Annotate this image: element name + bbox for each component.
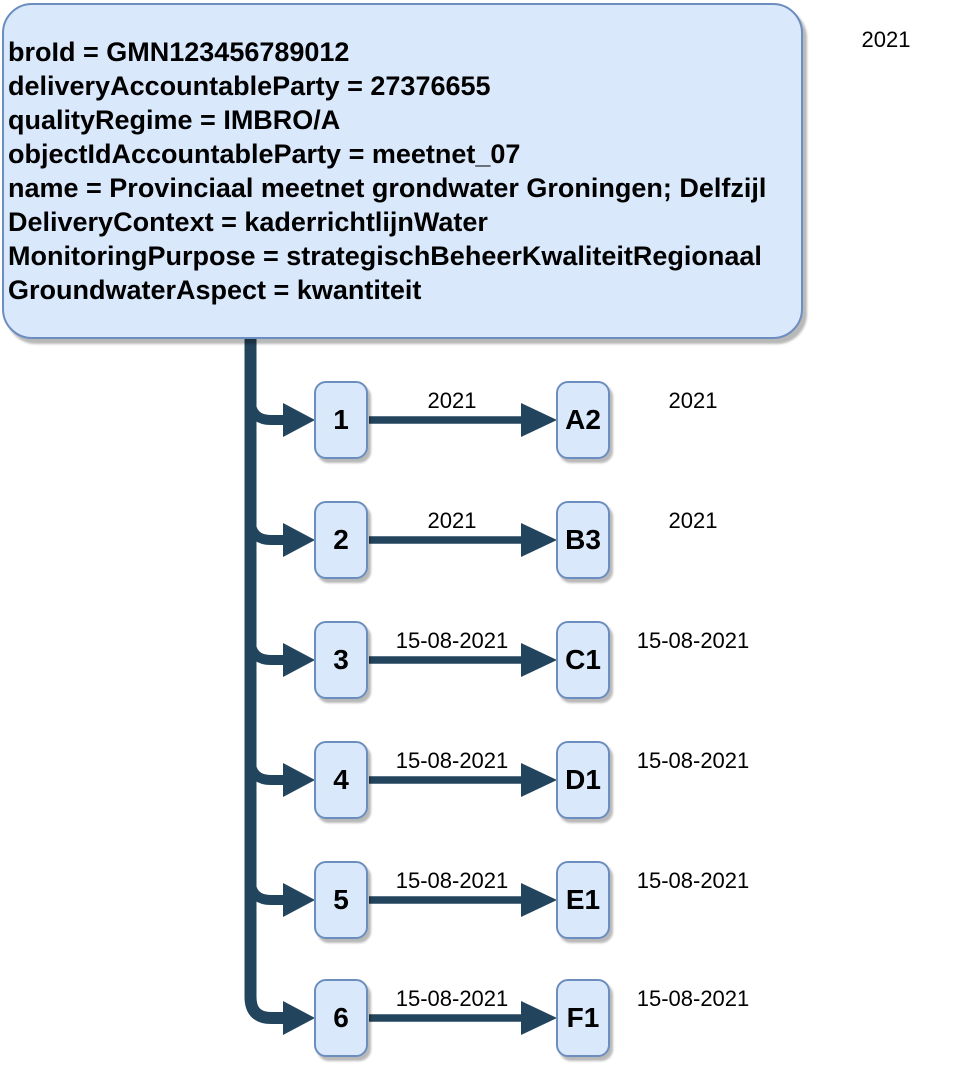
edge-arrowhead-1	[521, 403, 557, 437]
edge-date-label-5: 15-08-2021	[395, 868, 509, 893]
measuringpoint-node-6: 6	[314, 979, 368, 1057]
branch-arrowhead-2	[283, 523, 315, 557]
edge-date-label-2: 2021	[427, 508, 477, 533]
monitoringtube-node-3: C1	[556, 621, 610, 699]
monitoringtube-node-2: B3	[556, 501, 610, 579]
edge-arrowhead-6	[521, 1001, 557, 1035]
branch-arrowhead-6	[283, 1001, 315, 1035]
node-label: 4	[333, 764, 349, 795]
measuringpoint-node-4: 4	[314, 741, 368, 819]
node-label: B3	[565, 524, 601, 555]
measuringpoint-node-2: 2	[314, 501, 368, 579]
branch-connector-4	[245, 746, 284, 785]
measuringpoint-node-1: 1	[314, 381, 368, 459]
edge-date-label-4: 15-08-2021	[395, 748, 509, 773]
node-label: 5	[333, 884, 349, 915]
edge-arrowhead-4	[521, 763, 557, 797]
measuring-point-row-6: 6 15-08-2021 F1 15-08-2021	[0, 978, 960, 1058]
attribute-line-delivery-accountable-party: deliveryAccountableParty = 27376655	[8, 71, 491, 101]
node-label: 2	[333, 524, 349, 555]
node-label: 1	[333, 404, 349, 435]
measuringpoint-node-5: 5	[314, 861, 368, 939]
measuring-point-row-5: 5 15-08-2021 E1 15-08-2021	[0, 860, 960, 940]
header-year-label: 2021	[861, 27, 911, 52]
trunk-connector	[244, 338, 284, 1024]
edge-arrowhead-2	[521, 523, 557, 557]
node-label: E1	[565, 884, 601, 915]
node-label: 6	[333, 1002, 349, 1033]
attribute-line-broid: broId = GMN123456789012	[8, 37, 350, 67]
node-label: D1	[565, 764, 601, 795]
row-date-label-2: 2021	[668, 508, 718, 533]
monitoringtube-node-5: E1	[556, 861, 610, 939]
monitoringtube-node-4: D1	[556, 741, 610, 819]
attribute-line-monitoring-purpose: MonitoringPurpose = strategischBeheerKwa…	[8, 241, 762, 271]
attribute-line-quality-regime: qualityRegime = IMBRO/A	[8, 105, 341, 135]
row-date-label-1: 2021	[668, 388, 718, 413]
monitoringtube-node-1: A2	[556, 381, 610, 459]
row-date-label-5: 15-08-2021	[636, 868, 750, 893]
measuringpoint-node-3: 3	[314, 621, 368, 699]
attribute-line-object-id: objectIdAccountableParty = meetnet_07	[8, 139, 521, 169]
attribute-line-delivery-context: DeliveryContext = kaderrichtlijnWater	[8, 207, 488, 237]
edge-date-label-1: 2021	[427, 388, 477, 413]
branch-connector-5	[245, 866, 284, 905]
row-date-label-6: 15-08-2021	[636, 986, 750, 1011]
edge-arrowhead-5	[521, 883, 557, 917]
node-label: F1	[566, 1002, 600, 1033]
measuring-point-row-2: 2 2021 B3 2021	[0, 500, 960, 580]
node-label: 3	[333, 644, 349, 675]
measuring-point-row-4: 4 15-08-2021 D1 15-08-2021	[0, 740, 960, 820]
node-label: A2	[565, 404, 601, 435]
edge-date-label-6: 15-08-2021	[395, 986, 509, 1011]
branch-arrowhead-5	[283, 883, 315, 917]
branch-arrowhead-4	[283, 763, 315, 797]
attribute-line-name: name = Provinciaal meetnet grondwater Gr…	[8, 173, 767, 203]
row-date-label-3: 15-08-2021	[636, 628, 750, 653]
measuring-point-row-1: 1 2021 A2 2021	[0, 380, 960, 460]
branch-arrowhead-1	[283, 403, 315, 437]
node-label: C1	[565, 644, 601, 675]
attribute-line-groundwater-aspect: GroundwaterAspect = kwantiteit	[8, 275, 422, 305]
edge-date-label-3: 15-08-2021	[395, 628, 509, 653]
monitoringtube-node-6: F1	[556, 979, 610, 1057]
branch-connector-3	[245, 626, 284, 665]
row-date-label-4: 15-08-2021	[636, 748, 750, 773]
measuring-point-row-3: 3 15-08-2021 C1 15-08-2021	[0, 620, 960, 700]
edge-arrowhead-3	[521, 643, 557, 677]
gmn-attributes-node: broId = GMN123456789012 deliveryAccounta…	[2, 3, 803, 339]
branch-connector-1	[245, 386, 284, 425]
branch-connector-2	[245, 506, 284, 545]
branch-arrowhead-3	[283, 643, 315, 677]
